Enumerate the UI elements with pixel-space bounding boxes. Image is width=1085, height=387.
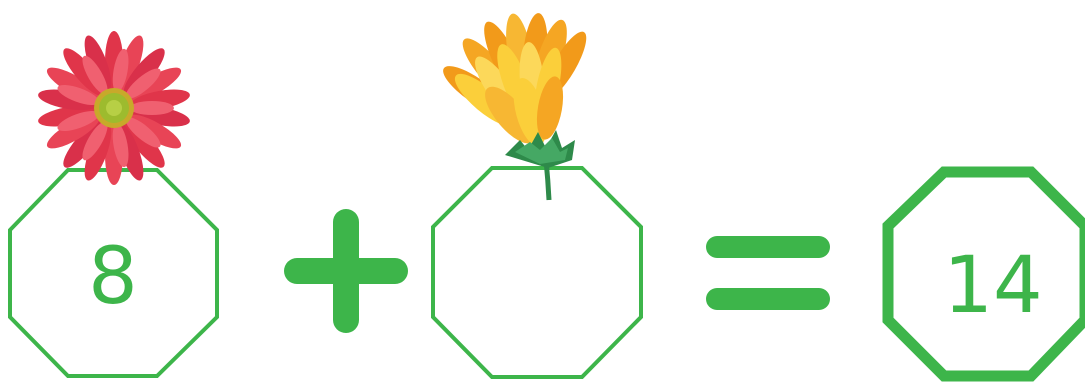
plus-icon bbox=[284, 209, 408, 333]
first-addend-text: 8 bbox=[88, 232, 138, 322]
missing-number-octagon[interactable] bbox=[433, 168, 641, 377]
sum-text: 14 bbox=[943, 241, 1042, 331]
equals-icon bbox=[706, 236, 830, 310]
red-gerbera-flower-icon bbox=[37, 31, 192, 185]
yellow-calendula-bud-icon bbox=[437, 12, 594, 200]
